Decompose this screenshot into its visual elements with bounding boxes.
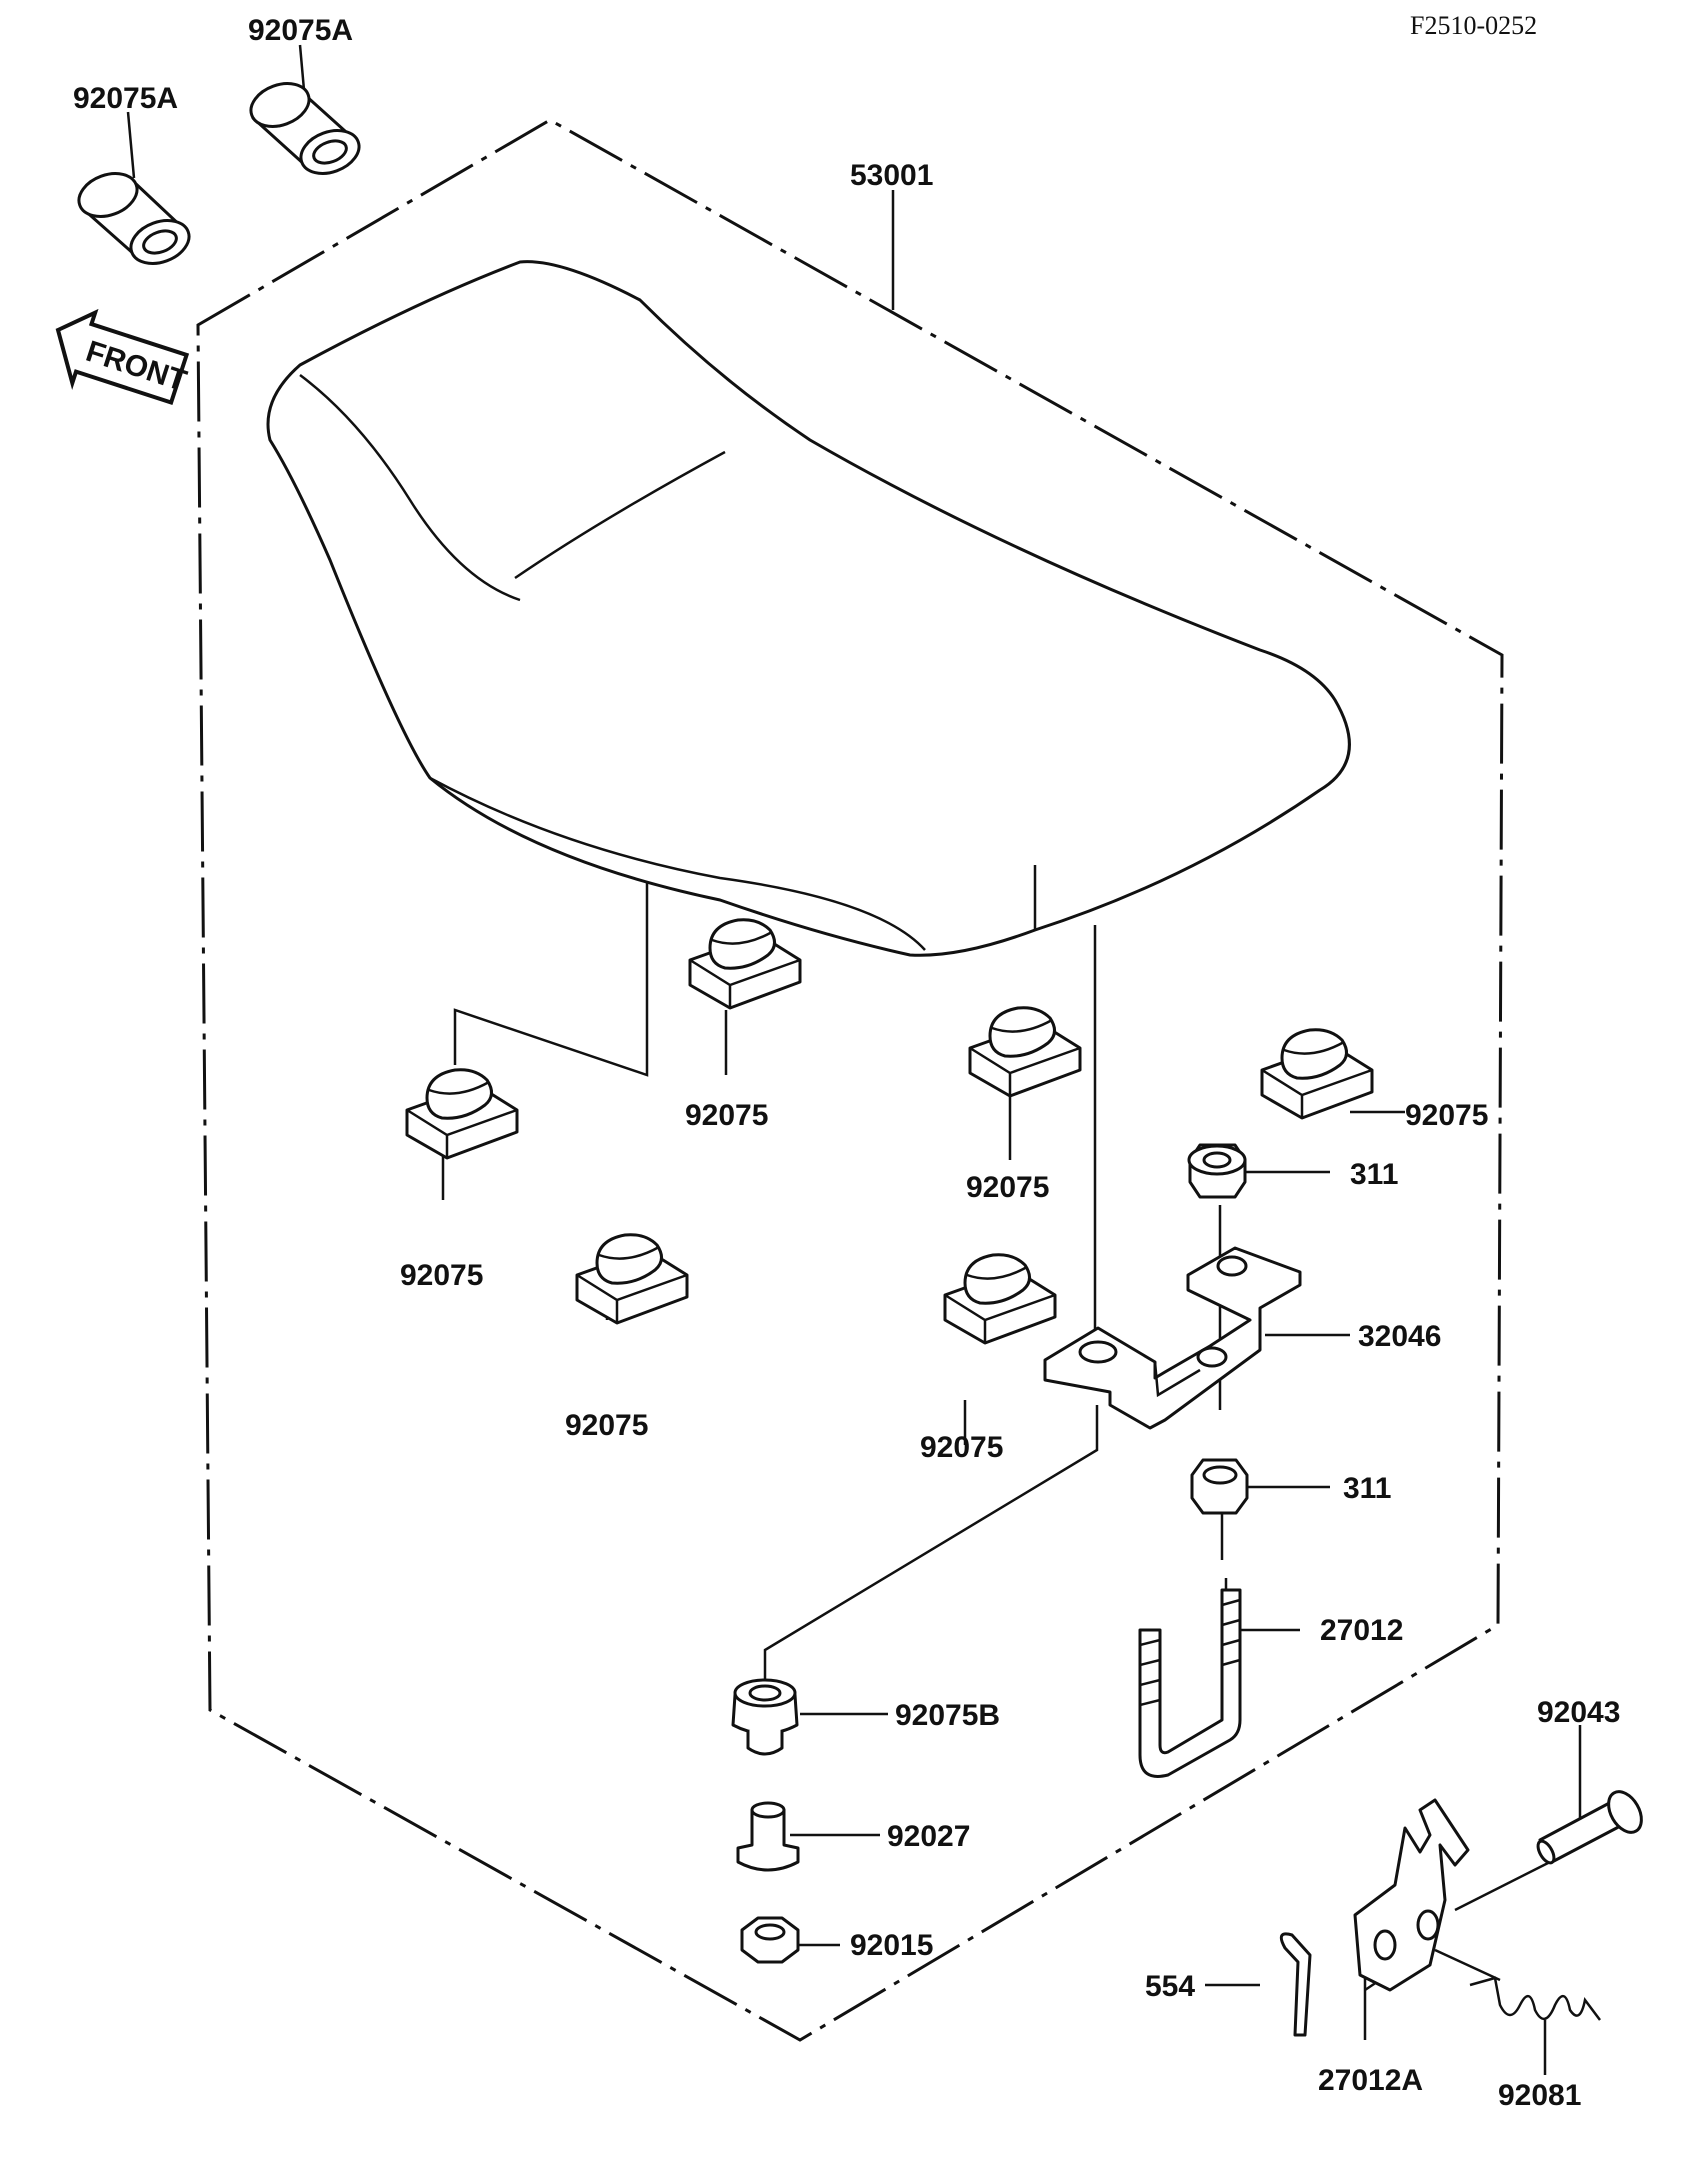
hook-27012a [1353, 1798, 1470, 1992]
damper-right [1260, 1028, 1374, 1120]
label-311-lower: 311 [1343, 1472, 1391, 1505]
collar-92027 [736, 1801, 800, 1872]
damper-92075b [731, 1678, 799, 1756]
seat [266, 260, 1351, 957]
bracket-32046 [1043, 1246, 1302, 1430]
label-554: 554 [1145, 1970, 1195, 2003]
label-92075-left: 92075 [400, 1259, 483, 1292]
u-bolt-27012 [1138, 1588, 1242, 1778]
assembly-boundary [196, 118, 1504, 2042]
label-92027: 92027 [887, 1820, 970, 1853]
label-92075-mid-right: 92075 [966, 1171, 1049, 1204]
label-92075b: 92075B [895, 1699, 1000, 1732]
label-311-upper: 311 [1350, 1158, 1398, 1191]
label-92075-center: 92075 [685, 1099, 768, 1132]
nut-311-upper [1187, 1143, 1247, 1199]
drawing-code: F2510-0252 [1410, 11, 1537, 40]
damper-lower-left [575, 1233, 689, 1325]
spacer-92075a-left [77, 172, 191, 265]
label-92075-right: 92075 [1405, 1099, 1488, 1132]
leader-lines [126, 44, 1582, 2075]
label-92075a-left: 92075A [73, 82, 178, 115]
damper-lower-right [943, 1253, 1057, 1345]
label-92075a-top: 92075A [248, 14, 353, 47]
label-27012: 27012 [1320, 1614, 1403, 1647]
damper-left [405, 1068, 519, 1160]
label-32046: 32046 [1358, 1320, 1441, 1353]
label-92081: 92081 [1498, 2079, 1581, 2112]
nut-311-lower [1190, 1458, 1249, 1515]
spacer-92075a-top [249, 82, 361, 175]
pin-92043 [1536, 1790, 1643, 1865]
damper-center [688, 918, 802, 1010]
label-92075-lower-right: 92075 [920, 1431, 1003, 1464]
label-53001: 53001 [850, 159, 933, 192]
damper-mid-right [968, 1006, 1082, 1098]
label-92075-lower-left: 92075 [565, 1409, 648, 1442]
label-92015: 92015 [850, 1929, 933, 1962]
spring-92081 [1469, 1976, 1601, 2021]
label-27012a: 27012A [1318, 2064, 1423, 2097]
front-arrow-icon: FRONT [55, 308, 190, 406]
cotter-pin-554 [1279, 1932, 1312, 2037]
nut-92015 [740, 1916, 800, 1964]
label-92043: 92043 [1537, 1696, 1620, 1729]
